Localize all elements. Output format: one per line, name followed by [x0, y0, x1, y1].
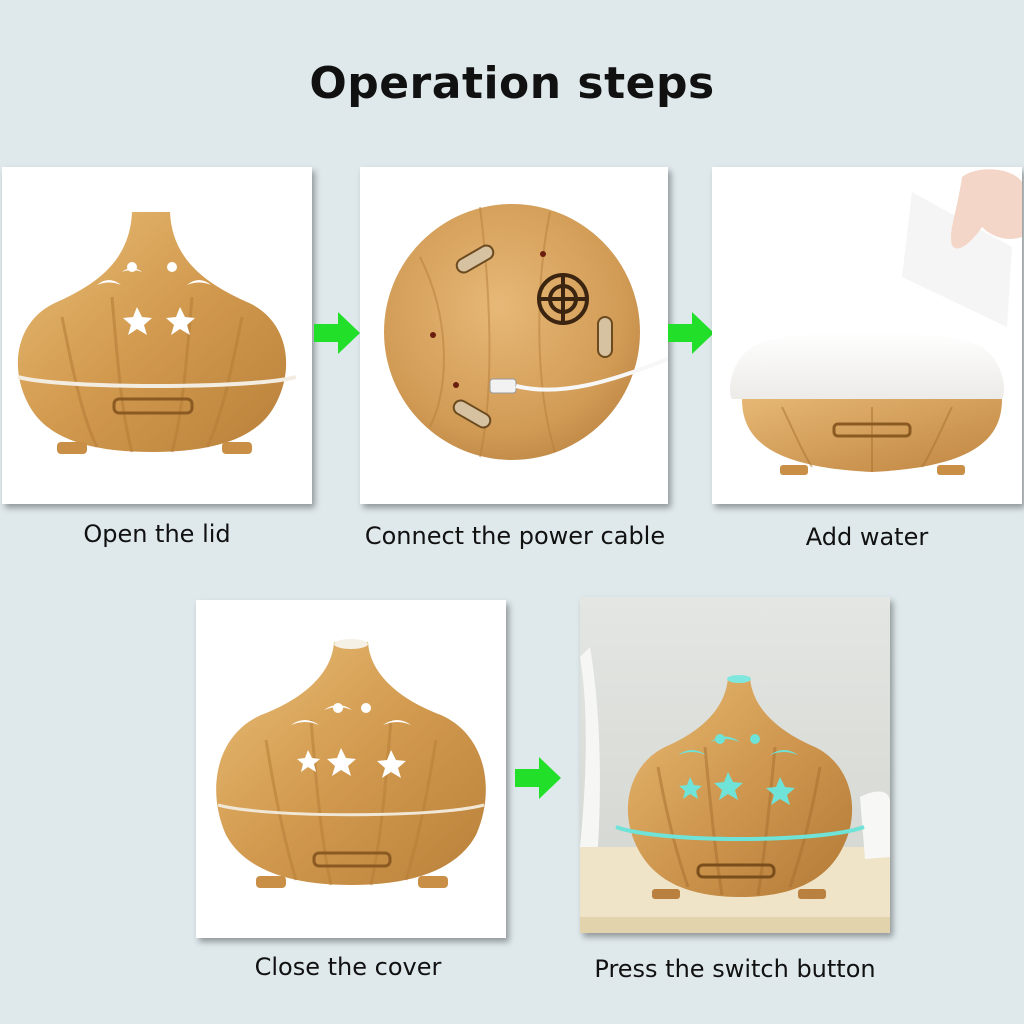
- diffuser-bottom-cable-illustration: [384, 204, 668, 460]
- step-3-image: [712, 167, 1022, 504]
- step-1-image: [2, 167, 312, 504]
- right-arrow-icon: [515, 757, 561, 799]
- diffuser-lit-illustration: [580, 597, 890, 933]
- diffuser-closed-cover-illustration: [216, 639, 486, 888]
- diffuser-add-water-illustration: [729, 169, 1022, 475]
- right-arrow-icon: [668, 312, 714, 354]
- step-5-caption: Press the switch button: [594, 955, 876, 983]
- page-title: Operation steps: [309, 58, 715, 109]
- step-4-image: [196, 600, 506, 938]
- diffuser-open-lid-illustration: [17, 212, 297, 454]
- step-5-image: [580, 597, 890, 933]
- step-4-caption: Close the cover: [254, 953, 442, 981]
- right-arrow-icon: [314, 312, 360, 354]
- step-2-image: [360, 167, 668, 504]
- step-2-caption: Connect the power cable: [364, 522, 666, 550]
- step-1-caption: Open the lid: [83, 520, 231, 548]
- step-3-caption: Add water: [805, 523, 929, 551]
